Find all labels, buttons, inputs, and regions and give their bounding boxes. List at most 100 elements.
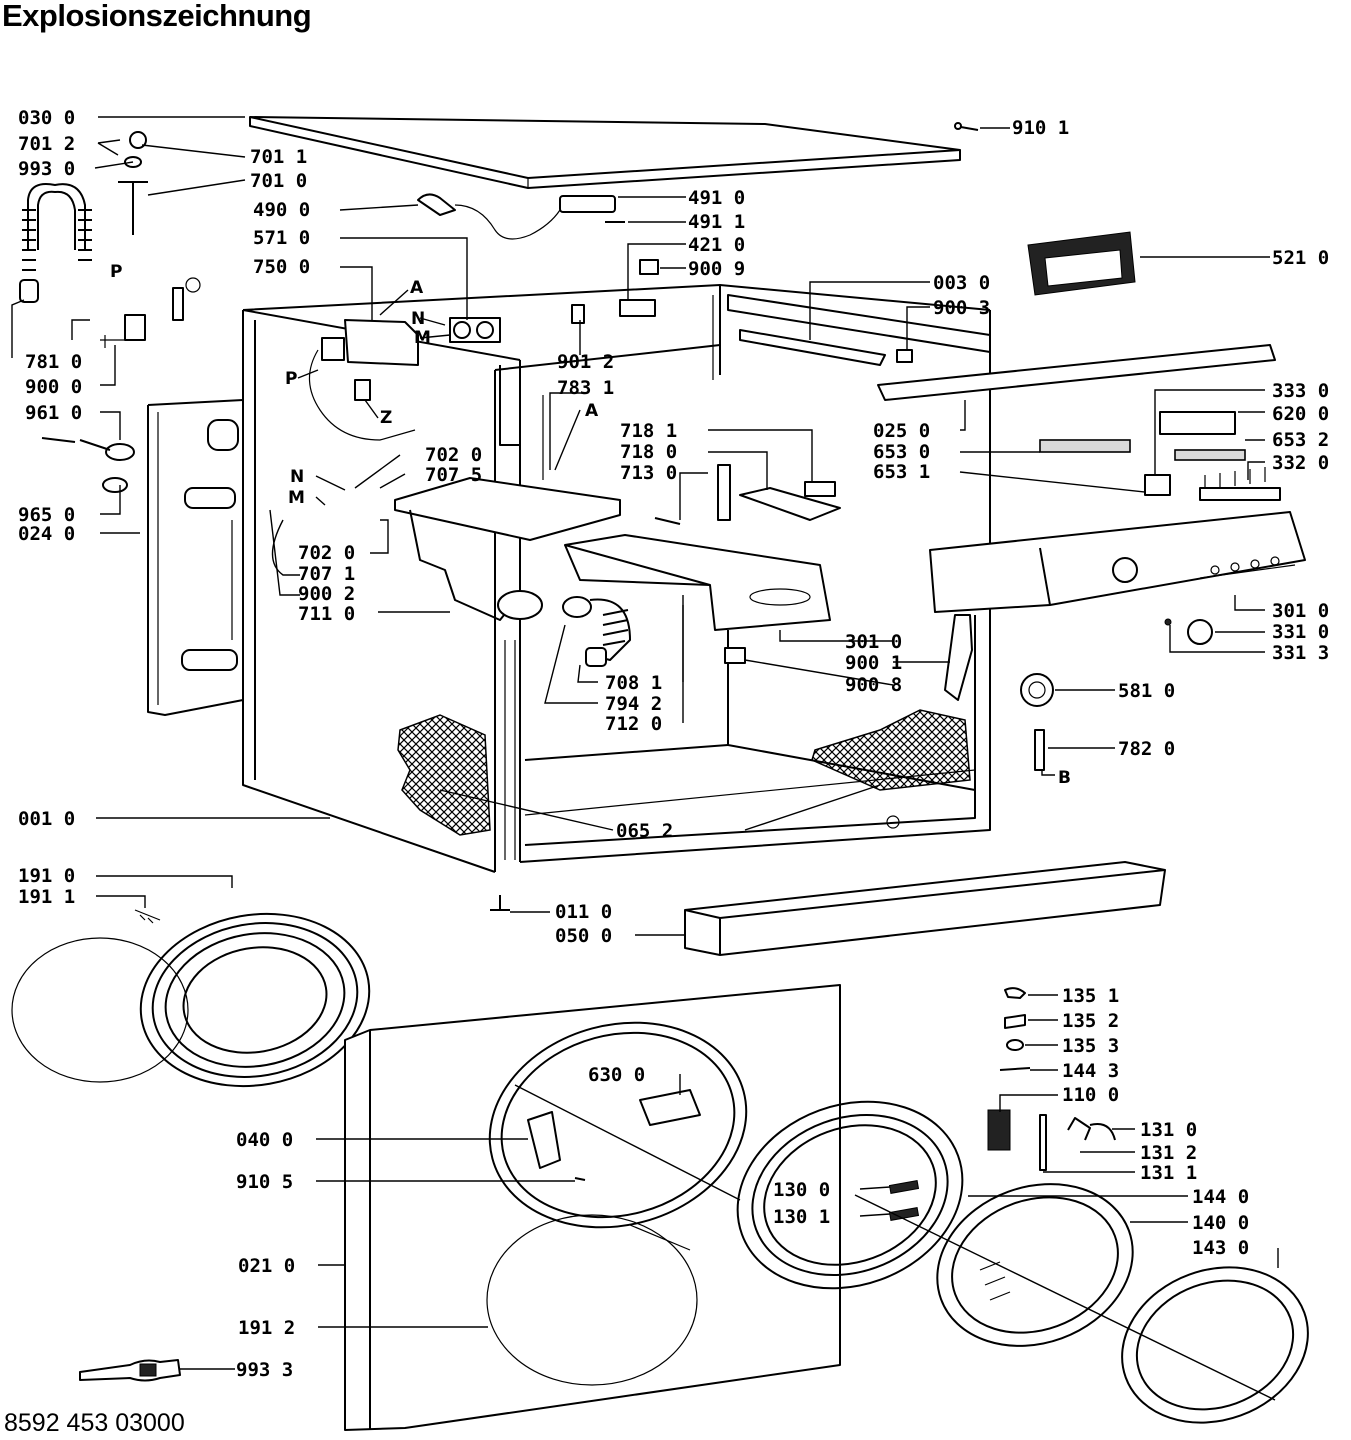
control-panel-drawing	[724, 411, 1306, 701]
label-701-1: 701 1	[250, 146, 307, 168]
spanner-tool-drawing	[79, 1359, 181, 1382]
label-011-0: 011 0	[555, 901, 612, 923]
ref-letter-a-mid: A	[585, 401, 599, 421]
label-701-0: 701 0	[250, 170, 307, 192]
label-191-0: 191 0	[18, 865, 75, 887]
control-module-drawing	[308, 317, 501, 441]
label-900-9: 900 9	[688, 258, 745, 280]
label-040-0: 040 0	[236, 1129, 293, 1151]
label-001-0: 001 0	[18, 808, 75, 830]
label-490-0: 490 0	[253, 199, 310, 221]
top-rail-drawing	[727, 294, 1276, 401]
pressure-switch-drawing	[1020, 673, 1054, 771]
label-131-0: 131 0	[1140, 1119, 1197, 1141]
label-491-1: 491 1	[688, 211, 745, 233]
label-702-0-bottom: 702 0	[298, 542, 355, 564]
document-number: 8592 453 03000	[4, 1409, 185, 1437]
label-581-0: 581 0	[1118, 680, 1175, 702]
label-024-0: 024 0	[18, 523, 75, 545]
label-110-0: 110 0	[1062, 1084, 1119, 1106]
label-135-3: 135 3	[1062, 1035, 1119, 1057]
label-707-5: 707 5	[425, 464, 482, 486]
kickplate-drawing	[490, 861, 1166, 956]
label-333-0: 333 0	[1272, 380, 1329, 402]
ref-letter-a-top: A	[410, 278, 424, 298]
label-025-0: 025 0	[873, 420, 930, 442]
label-900-0: 900 0	[25, 376, 82, 398]
label-707-1: 707 1	[298, 563, 355, 585]
label-491-0: 491 0	[688, 187, 745, 209]
label-910-5: 910 5	[236, 1171, 293, 1193]
electronic-board-drawing	[1027, 231, 1136, 296]
label-702-0-top: 702 0	[425, 444, 482, 466]
label-961-0: 961 0	[25, 402, 82, 424]
label-030-0: 030 0	[18, 107, 75, 129]
ref-letter-n-top: N	[411, 309, 425, 329]
label-191-1: 191 1	[18, 886, 75, 908]
label-143-0: 143 0	[1192, 1237, 1249, 1259]
label-794-2: 794 2	[605, 693, 662, 715]
label-708-1: 708 1	[605, 672, 662, 694]
label-131-2: 131 2	[1140, 1142, 1197, 1164]
label-782-0: 782 0	[1118, 738, 1175, 760]
label-900-1: 900 1	[845, 652, 902, 674]
label-050-0: 050 0	[555, 925, 612, 947]
label-131-1: 131 1	[1140, 1162, 1197, 1184]
label-130-0: 130 0	[773, 1179, 830, 1201]
ref-letter-b: B	[1058, 768, 1071, 788]
label-653-2: 653 2	[1272, 429, 1329, 451]
label-421-0: 421 0	[688, 234, 745, 256]
label-718-1: 718 1	[620, 420, 677, 442]
label-701-2: 701 2	[18, 133, 75, 155]
door-seal-drawing	[11, 909, 371, 1088]
label-781-0: 781 0	[25, 351, 82, 373]
label-993-0: 993 0	[18, 158, 75, 180]
door-hinge-drawing	[987, 987, 1116, 1171]
ref-letter-p-hose: P	[110, 262, 122, 282]
rear-panel-drawing	[147, 399, 244, 716]
door-ring-drawing	[736, 1100, 964, 1290]
label-521-0: 521 0	[1272, 247, 1329, 269]
label-144-0: 144 0	[1192, 1186, 1249, 1208]
label-993-3: 993 3	[236, 1359, 293, 1381]
label-900-8: 900 8	[845, 674, 902, 696]
label-783-1: 783 1	[557, 377, 614, 399]
label-711-0: 711 0	[298, 603, 355, 625]
label-135-1: 135 1	[1062, 985, 1119, 1007]
top-cover-drawing	[249, 116, 961, 189]
label-130-1: 130 1	[773, 1206, 830, 1228]
label-332-0: 332 0	[1272, 452, 1329, 474]
label-653-1: 653 1	[873, 461, 930, 483]
drain-hose-drawing	[562, 596, 631, 667]
label-653-0: 653 0	[873, 441, 930, 463]
label-301-0-drawer: 301 0	[845, 631, 902, 653]
label-571-0: 571 0	[253, 227, 310, 249]
reference-letters: A N M P Z A N M P B	[110, 262, 1071, 788]
label-003-0: 003 0	[933, 272, 990, 294]
screw-drawings	[41, 122, 979, 1181]
label-713-0: 713 0	[620, 462, 677, 484]
label-331-0: 331 0	[1272, 621, 1329, 643]
label-900-3: 900 3	[933, 297, 990, 319]
door-glass-drawing	[936, 1183, 1309, 1424]
cable-harness-drawing	[417, 193, 659, 324]
ref-letter-p-module: P	[285, 369, 297, 389]
page-title: Explosionszeichnung	[2, 0, 312, 33]
label-910-1: 910 1	[1012, 117, 1069, 139]
label-135-2: 135 2	[1062, 1010, 1119, 1032]
label-021-0: 021 0	[238, 1255, 295, 1277]
label-712-0: 712 0	[605, 713, 662, 735]
ref-letter-n-mid: N	[290, 467, 304, 487]
hose-assembly-drawing	[19, 131, 201, 348]
leader-lines	[11, 116, 1279, 1401]
ref-letter-m-mid: M	[288, 488, 305, 508]
label-140-0: 140 0	[1192, 1212, 1249, 1234]
label-144-3: 144 3	[1062, 1060, 1119, 1082]
detergent-dispenser-drawing	[394, 464, 841, 631]
label-630-0: 630 0	[588, 1064, 645, 1086]
ref-letter-z: Z	[380, 408, 392, 428]
label-191-2: 191 2	[238, 1317, 295, 1339]
label-750-0: 750 0	[253, 256, 310, 278]
label-620-0: 620 0	[1272, 403, 1329, 425]
